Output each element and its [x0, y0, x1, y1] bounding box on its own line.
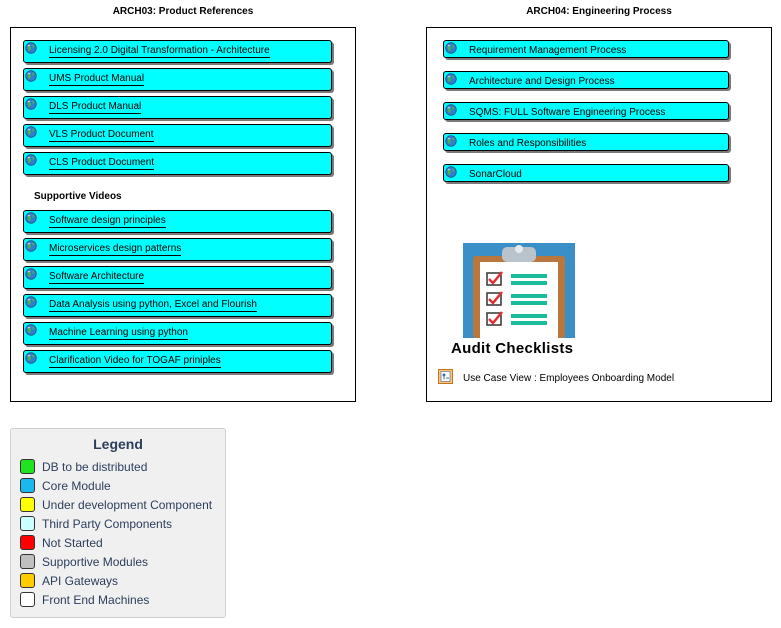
legend-item-label: Supportive Modules	[42, 555, 149, 569]
legend-swatch	[20, 592, 35, 607]
engineering-process-link-label: Architecture and Design Process	[469, 76, 615, 89]
diagram-icon	[438, 369, 453, 384]
product-reference-link-label: VLS Product Document	[49, 129, 154, 142]
globe-icon	[25, 98, 37, 110]
usecase-view-label: Use Case View : Employees Onboarding Mod…	[463, 373, 675, 384]
product-reference-link-label: DLS Product Manual	[49, 101, 142, 114]
legend-item-label: DB to be distributed	[42, 460, 148, 474]
legend-item-label: Third Party Components	[42, 517, 173, 531]
legend-swatch	[20, 516, 35, 531]
engineering-process-link-1[interactable]: Architecture and Design Process	[443, 71, 729, 89]
supportive-video-link-label: Software design principles	[49, 215, 166, 228]
product-reference-link-label: UMS Product Manual	[49, 73, 145, 86]
engineering-process-link-label: Roles and Responsibilities	[469, 138, 587, 151]
supportive-video-link-label: Microservices design patterns	[49, 243, 182, 256]
globe-icon	[25, 240, 37, 252]
supportive-video-link-0[interactable]: Software design principles	[23, 210, 332, 233]
globe-icon	[25, 42, 37, 54]
legend-swatch	[20, 535, 35, 550]
supportive-video-link-label: Data Analysis using python, Excel and Fl…	[49, 299, 257, 312]
globe-icon	[445, 42, 457, 54]
legend-swatch	[20, 459, 35, 474]
globe-icon	[25, 212, 37, 224]
right-package	[426, 27, 772, 402]
supportive-videos-heading: Supportive Videos	[34, 191, 122, 202]
globe-icon	[445, 104, 457, 116]
engineering-process-link-label: SQMS: FULL Software Engineering Process	[469, 107, 666, 120]
supportive-video-link-2[interactable]: Software Architecture	[23, 266, 332, 289]
product-reference-link-4[interactable]: CLS Product Document	[23, 152, 332, 175]
right-package-title: ARCH04: Engineering Process	[526, 6, 672, 17]
engineering-process-link-4[interactable]: SonarCloud	[443, 164, 729, 182]
engineering-process-link-label: SonarCloud	[469, 169, 522, 182]
legend-item-label: Front End Machines	[42, 593, 150, 607]
legend-item-label: Under development Component	[42, 498, 213, 512]
left-package-title: ARCH03: Product References	[112, 6, 254, 17]
product-reference-link-label: CLS Product Document	[49, 157, 155, 170]
globe-icon	[25, 352, 37, 364]
supportive-video-link-3[interactable]: Data Analysis using python, Excel and Fl…	[23, 294, 332, 317]
engineering-process-link-0[interactable]: Requirement Management Process	[443, 40, 729, 58]
legend-swatch	[20, 497, 35, 512]
globe-icon	[25, 126, 37, 138]
legend-swatch	[20, 478, 35, 493]
globe-icon	[25, 268, 37, 280]
audit-checklist-image	[463, 243, 575, 338]
supportive-video-link-5[interactable]: Clarification Video for TOGAF priniples	[23, 350, 332, 373]
engineering-process-link-3[interactable]: Roles and Responsibilities	[443, 133, 729, 151]
engineering-process-link-2[interactable]: SQMS: FULL Software Engineering Process	[443, 102, 729, 120]
globe-icon	[25, 70, 37, 82]
audit-checklists-caption: Audit Checklists	[451, 340, 574, 357]
supportive-video-link-4[interactable]: Machine Learning using python	[23, 322, 332, 345]
legend-item-label: Core Module	[42, 479, 111, 493]
supportive-video-link-label: Clarification Video for TOGAF priniples	[49, 355, 221, 368]
supportive-video-link-label: Software Architecture	[49, 271, 145, 284]
globe-icon	[445, 166, 457, 178]
legend-item-label: API Gateways	[42, 574, 119, 588]
legend-item-label: Not Started	[42, 536, 103, 550]
supportive-video-link-1[interactable]: Microservices design patterns	[23, 238, 332, 261]
globe-icon	[25, 324, 37, 336]
product-reference-link-0[interactable]: Licensing 2.0 Digital Transformation - A…	[23, 40, 332, 63]
legend-title: Legend	[93, 436, 143, 452]
product-reference-link-2[interactable]: DLS Product Manual	[23, 96, 332, 119]
supportive-video-link-label: Machine Learning using python	[49, 327, 188, 340]
product-reference-link-1[interactable]: UMS Product Manual	[23, 68, 332, 91]
globe-icon	[445, 73, 457, 85]
product-reference-link-label: Licensing 2.0 Digital Transformation - A…	[49, 45, 270, 58]
product-reference-link-3[interactable]: VLS Product Document	[23, 124, 332, 147]
legend-swatch	[20, 573, 35, 588]
globe-icon	[25, 296, 37, 308]
globe-icon	[25, 154, 37, 166]
engineering-process-link-label: Requirement Management Process	[469, 45, 627, 58]
legend-swatch	[20, 554, 35, 569]
globe-icon	[445, 135, 457, 147]
